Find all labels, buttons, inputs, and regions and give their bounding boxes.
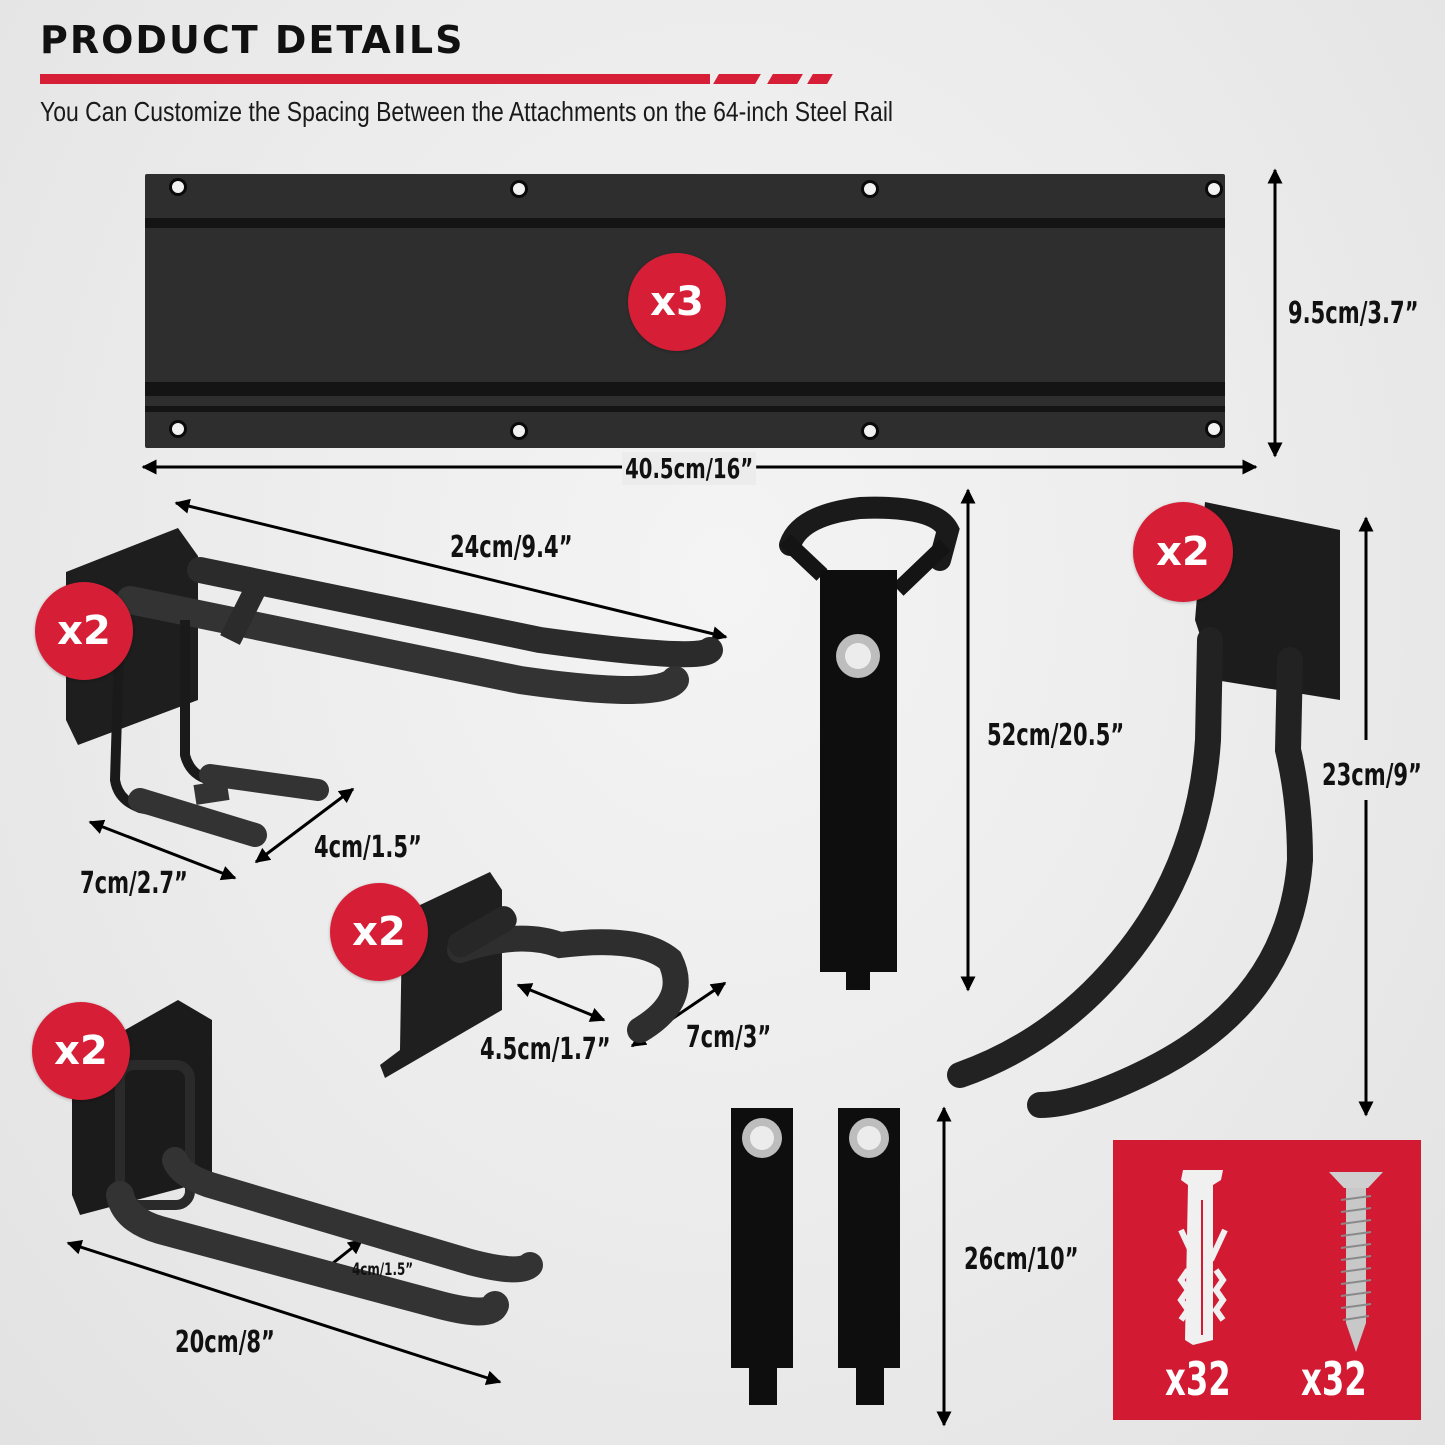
- screw-hole: [510, 422, 528, 440]
- dimension-label: 4cm/1.5”: [314, 830, 422, 865]
- screw-hole: [169, 178, 187, 196]
- screw-hole: [1205, 180, 1223, 198]
- screw-hole: [861, 422, 879, 440]
- quantity-badge: x2: [330, 883, 428, 981]
- dimension-label: 52cm/20.5”: [987, 718, 1125, 753]
- rail-groove: [145, 218, 1225, 228]
- screw-icon: [1329, 1172, 1383, 1352]
- screw-hole: [1205, 420, 1223, 438]
- rail-groove: [145, 406, 1225, 412]
- dimension-label: 23cm/9”: [1322, 758, 1422, 793]
- rail-groove: [145, 382, 1225, 396]
- screw-hole: [510, 180, 528, 198]
- dimension-label: 24cm/9.4”: [450, 530, 573, 565]
- dimension-label: 4cm/1.5”: [352, 1260, 414, 1280]
- anchors-quantity: x32: [1165, 1352, 1231, 1406]
- screw-hole: [861, 180, 879, 198]
- title-underline-bar: [40, 74, 710, 84]
- quantity-badge: x2: [35, 582, 133, 680]
- dimension-label: 4.5cm/1.7”: [480, 1032, 611, 1067]
- rail-height-label: 9.5cm/3.7”: [1288, 296, 1419, 331]
- rail-width-label: 40.5cm/16”: [622, 452, 757, 485]
- page-title: PRODUCT DETAILS: [40, 18, 465, 62]
- dimension-label: 26cm/10”: [964, 1242, 1079, 1277]
- dimension-label: 7cm/2.7”: [80, 866, 188, 901]
- page-subtitle: You Can Customize the Spacing Between th…: [40, 96, 894, 127]
- wall-anchor-icon: [1177, 1170, 1228, 1345]
- quantity-badge: x2: [1133, 502, 1233, 602]
- screw-hole: [169, 420, 187, 438]
- rail-quantity-badge: x3: [628, 253, 726, 351]
- screws-quantity: x32: [1301, 1352, 1367, 1406]
- fasteners-panel: x32 x32: [1113, 1140, 1421, 1420]
- dimension-label: 7cm/3”: [686, 1020, 772, 1055]
- dimension-label: 20cm/8”: [175, 1325, 275, 1360]
- quantity-badge: x2: [32, 1002, 130, 1100]
